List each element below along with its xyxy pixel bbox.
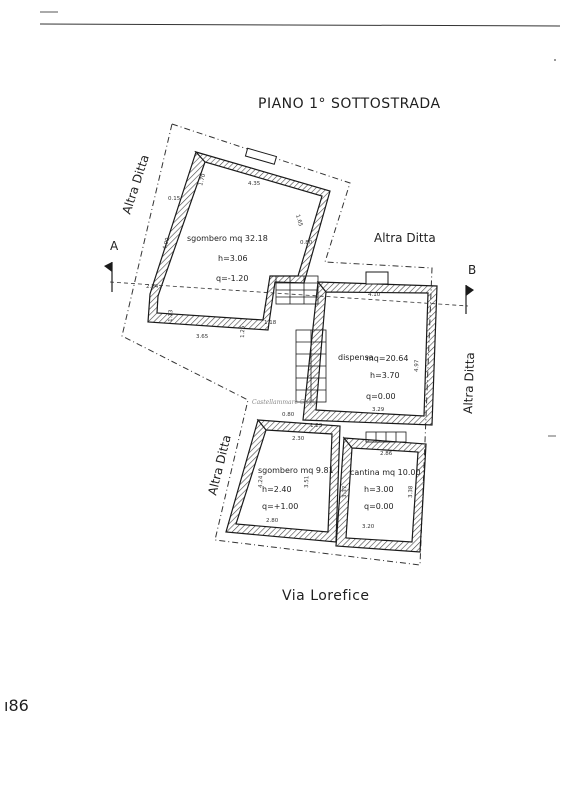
property-boundary	[121, 123, 433, 566]
room-dispensa-q: q=0.00	[366, 392, 396, 401]
dim-label: 2.86	[380, 451, 393, 457]
dim-label: 3.20	[362, 524, 375, 530]
dim-label: 1.65	[294, 214, 303, 228]
section-arrow-b	[466, 285, 474, 296]
neighbor-label-bottom-left: Altra Ditta	[205, 433, 234, 496]
neighbor-label-right: Altra Ditta	[461, 352, 477, 414]
dim-label: 1.23	[310, 423, 323, 429]
dim-label: 0.80	[282, 412, 295, 418]
dim-label: 1.26	[240, 325, 246, 338]
scan-dot	[554, 59, 556, 61]
room-dispensa-area: mq=20.64	[366, 354, 408, 363]
dim-label: 3.29	[372, 407, 385, 413]
dim-label: 0.80	[300, 240, 313, 246]
upper-room-walls	[147, 150, 331, 331]
room-sgombero-bottom-q: q=+1.00	[262, 502, 298, 511]
room-dispensa-name: dispensa	[338, 353, 374, 362]
watermark: Castellammare Cuffy	[252, 399, 317, 406]
dim-label: 4.10	[368, 292, 381, 298]
cantina-walls	[335, 436, 427, 553]
dim-label: 2.80	[266, 518, 279, 524]
section-label-b: B	[468, 263, 476, 277]
dim-label: 3.38	[408, 485, 414, 498]
dim-label: 1.70	[198, 173, 207, 187]
section-arrow-a	[104, 262, 112, 272]
page-number: ı86	[4, 696, 29, 715]
room-sgombero-bottom-h: h=2.40	[262, 485, 292, 494]
dispensa-walls	[302, 280, 438, 426]
neighbor-label-top-left: Altra Ditta	[120, 153, 152, 216]
plan-title: PIANO 1° SOTTOSTRADA	[258, 96, 441, 112]
neighbor-label-top-right: Altra Ditta	[374, 231, 436, 245]
room-dispensa-h: h=3.70	[370, 371, 400, 380]
room-sgombero-top-name: sgombero mq 32.18	[187, 234, 268, 243]
dim-label: 1.13	[168, 309, 174, 322]
room-sgombero-bottom-name: sgombero mq 9.81	[258, 466, 334, 475]
sheet-top-rule	[39, 23, 561, 27]
room-cantina-q: q=0.00	[364, 502, 394, 511]
dimension-labels: 1.70 4.35 1.65 0.15 4.00 0.80 2.84 1.13 …	[146, 173, 420, 530]
dim-label: 4.35	[248, 181, 261, 187]
dispensa-window	[365, 271, 389, 285]
dim-label: 4.97	[414, 359, 420, 372]
section-label-a: A	[110, 239, 119, 253]
dim-label: 2.84	[146, 284, 159, 290]
dim-label: 3.51	[304, 476, 310, 488]
dim-label: 3.65	[196, 334, 209, 340]
upper-window	[244, 147, 278, 165]
lower-left-walls	[225, 418, 341, 543]
dim-label: 0.15	[168, 196, 181, 202]
dim-label: 1.18	[264, 320, 277, 326]
room-cantina-h: h=3.00	[364, 485, 394, 494]
cantina-steps	[365, 431, 407, 443]
dim-label: 2.30	[292, 436, 305, 442]
staircase	[275, 275, 327, 403]
room-cantina-name: cantina mq 10.00	[350, 468, 421, 477]
dim-label: 4.00	[162, 237, 171, 251]
section-line-ab	[109, 281, 469, 307]
room-sgombero-top-h: h=3.06	[218, 254, 248, 263]
room-sgombero-top-q: q=-1.20	[216, 274, 248, 283]
dim-label: 3.37	[342, 485, 348, 498]
street-label: Via Lorefice	[282, 588, 370, 604]
dim-label: 4.24	[258, 475, 264, 488]
